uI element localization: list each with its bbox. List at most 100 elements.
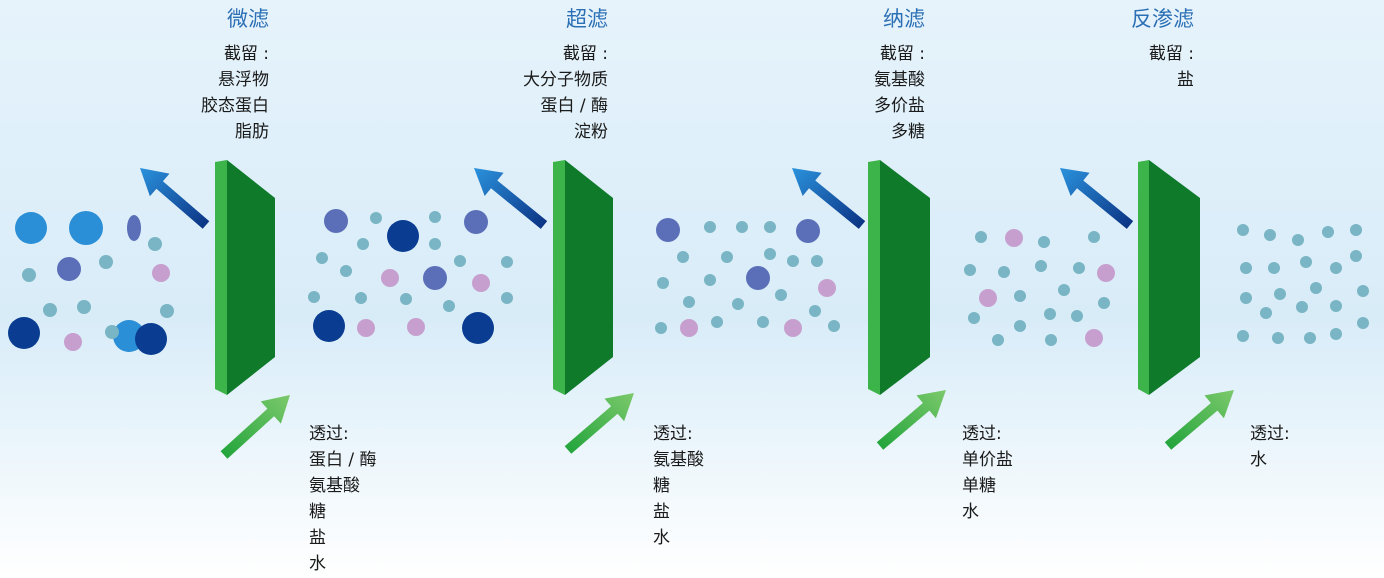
particle-small [43, 303, 57, 317]
particle-pink [784, 319, 802, 337]
passed-item: 单糖 [962, 476, 996, 496]
membrane-edge [215, 160, 227, 395]
particle-pink [1097, 264, 1115, 282]
particle-small [677, 251, 689, 263]
particle-small [964, 264, 976, 276]
retained-item: 淀粉 [574, 122, 608, 142]
retained-heading: 截留 : [223, 44, 269, 64]
particle-small [1350, 224, 1362, 236]
particle-small [736, 221, 748, 233]
particle-dark [387, 220, 419, 252]
particle-medium [464, 210, 488, 234]
particle-small [1357, 285, 1369, 297]
particle-oval [127, 215, 141, 241]
retained-arrow [140, 168, 210, 229]
particle-small [340, 265, 352, 277]
particle-small [1240, 292, 1252, 304]
passed-heading: 透过: [1250, 424, 1290, 444]
particle-small [1014, 290, 1026, 302]
retained-item: 蛋白 / 酶 [540, 96, 608, 116]
particle-medium [746, 266, 770, 290]
retained-item: 多糖 [891, 122, 925, 142]
retained-list-microfiltration: 截留 : 悬浮物 胶态蛋白 脂肪 [201, 41, 269, 145]
particle-small [1350, 250, 1362, 262]
particle-small [501, 292, 513, 304]
membrane-panel [880, 160, 930, 395]
particle-pink [472, 274, 490, 292]
particle-pink [818, 279, 836, 297]
particle-small [1260, 307, 1272, 319]
membrane-panel [565, 160, 613, 395]
particle-pink [64, 333, 82, 351]
retained-heading: 截留 : [1148, 44, 1194, 64]
particle-small [683, 296, 695, 308]
particle-small [370, 212, 382, 224]
particle-small [998, 266, 1010, 278]
particle-small [105, 325, 119, 339]
membrane-panel [1149, 160, 1200, 395]
passed-item: 糖 [653, 476, 670, 496]
passed-item: 水 [653, 528, 670, 548]
particle-small [1304, 332, 1316, 344]
arrows [140, 168, 1234, 459]
particle-medium [324, 209, 348, 233]
passed-item: 盐 [309, 528, 326, 548]
passed-item: 氨基酸 [653, 450, 704, 470]
particle-medium [423, 266, 447, 290]
passed-list-ultrafiltration: 透过: 氨基酸 糖 盐 水 [653, 421, 704, 551]
passed-heading: 透过: [962, 424, 1002, 444]
stage-title-microfiltration: 微滤 [227, 7, 269, 31]
passed-arrow [564, 393, 634, 454]
particle-small [775, 289, 787, 301]
particle-small [764, 248, 776, 260]
particle-pink [152, 264, 170, 282]
retained-item: 胶态蛋白 [201, 96, 269, 116]
particle-small [711, 316, 723, 328]
particle-small [787, 255, 799, 267]
particle-small [429, 211, 441, 223]
passed-arrow [220, 395, 290, 459]
particle-large [15, 212, 47, 244]
retained-item: 氨基酸 [874, 70, 925, 90]
passed-item: 糖 [309, 502, 326, 522]
particle-small [655, 322, 667, 334]
passed-heading: 透过: [309, 424, 349, 444]
passed-item: 盐 [653, 502, 670, 522]
particle-large [69, 211, 103, 245]
passed-heading: 透过: [653, 424, 693, 444]
particle-small [811, 255, 823, 267]
passed-arrow [876, 390, 946, 450]
particle-small [429, 238, 441, 250]
particle-small [1044, 308, 1056, 320]
passed-list-nanofiltration: 透过: 单价盐 单糖 水 [962, 421, 1013, 525]
stage-title-ultrafiltration: 超滤 [566, 7, 608, 31]
passed-item: 蛋白 / 酶 [309, 450, 377, 470]
particle-small [160, 304, 174, 318]
particle-dark [8, 317, 40, 349]
particle-small [443, 300, 455, 312]
particle-small [99, 255, 113, 269]
stage-title-nanofiltration: 纳滤 [883, 7, 925, 31]
particle-pink [1085, 329, 1103, 347]
particle-small [721, 251, 733, 263]
particle-small [1098, 297, 1110, 309]
retained-list-nanofiltration: 截留 : 氨基酸 多价盐 多糖 [874, 41, 925, 145]
particle-pink [1005, 229, 1023, 247]
particle-small [1292, 234, 1304, 246]
particle-small [704, 274, 716, 286]
particles [8, 209, 1369, 355]
retained-item: 盐 [1177, 70, 1194, 90]
particle-medium [656, 218, 680, 242]
retained-heading: 截留 : [562, 44, 608, 64]
particle-pink [680, 319, 698, 337]
membrane-edge [868, 160, 880, 395]
particle-small [77, 300, 91, 314]
particle-dark [135, 323, 167, 355]
particle-small [1045, 334, 1057, 346]
particle-pink [979, 289, 997, 307]
particle-pink [381, 269, 399, 287]
membrane-edge [553, 160, 565, 395]
particle-small [732, 298, 744, 310]
particle-small [1296, 301, 1308, 313]
